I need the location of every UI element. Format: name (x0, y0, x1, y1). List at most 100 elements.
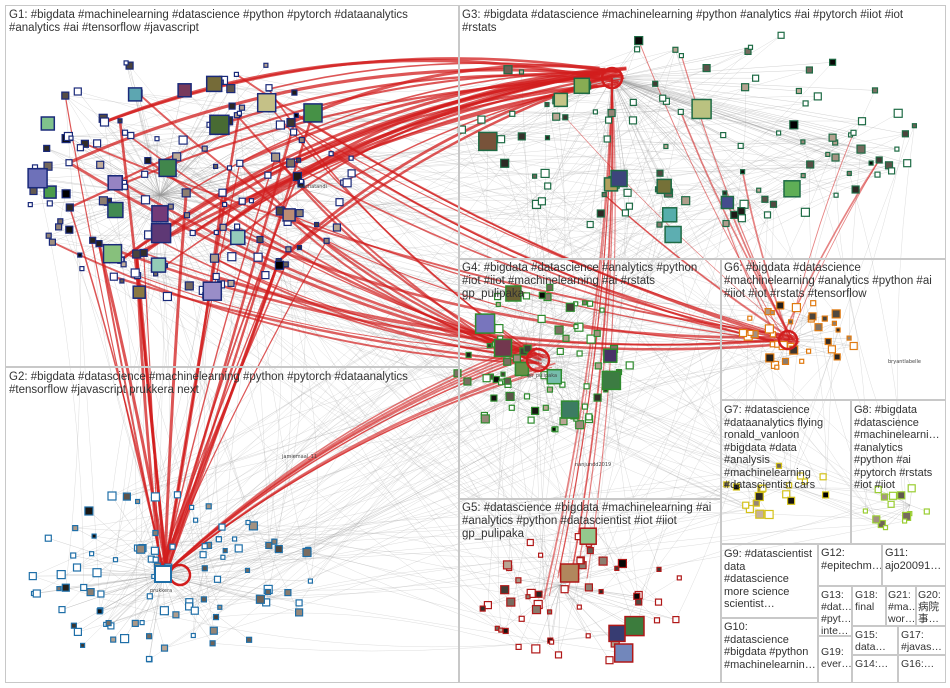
edge (288, 249, 777, 368)
edge (785, 125, 915, 495)
user-node (234, 544, 243, 553)
edge (597, 345, 854, 398)
edge (277, 70, 621, 263)
edge (215, 348, 528, 618)
edge (511, 407, 590, 420)
user-node (544, 182, 552, 190)
edge (148, 574, 164, 637)
user-node (479, 605, 486, 612)
user-node (523, 393, 531, 400)
user-node (261, 271, 270, 280)
edge (76, 465, 780, 568)
user-node (246, 636, 253, 643)
edge (157, 357, 770, 567)
user-node (150, 546, 159, 555)
user-node (598, 588, 604, 595)
edge (537, 353, 580, 361)
user-node (800, 139, 806, 145)
edge (550, 584, 561, 641)
user-node (515, 577, 522, 584)
user-node (236, 159, 244, 167)
edge (267, 84, 598, 177)
user-node (178, 135, 188, 145)
user-node (551, 426, 557, 432)
user-node (139, 619, 145, 626)
user-node (833, 353, 841, 361)
hub-circle-g4 (525, 347, 551, 373)
edge (160, 264, 287, 571)
user-node (98, 196, 109, 206)
user-node (681, 196, 691, 206)
user-node (819, 473, 827, 481)
edge (559, 584, 616, 644)
user-node (492, 375, 500, 384)
edge (260, 560, 581, 600)
group-label-g11: G11: ajo20091… (885, 547, 942, 572)
edge (83, 574, 164, 588)
user-node (523, 344, 532, 353)
user-node (774, 364, 780, 370)
edge (279, 189, 759, 266)
user-node (800, 207, 811, 217)
user-node (183, 212, 191, 219)
profile-image-node (150, 257, 167, 273)
user-node (295, 209, 304, 218)
user-node (293, 112, 299, 119)
profile-image-node (205, 75, 223, 93)
user-node (65, 159, 73, 167)
edge (511, 359, 539, 408)
group-panel-g7 (721, 400, 851, 544)
edge (266, 424, 580, 603)
edge (278, 536, 589, 550)
user-node (307, 578, 313, 584)
user-node (747, 44, 754, 50)
edge (162, 574, 300, 604)
edge (123, 264, 249, 523)
edge (672, 234, 737, 488)
profile-image-node (474, 313, 496, 334)
group-label-g17: G17: #javas… (901, 629, 942, 653)
edge (163, 156, 277, 571)
user-node (856, 144, 866, 154)
edge (780, 159, 880, 341)
edge (266, 343, 778, 603)
edge (611, 77, 804, 176)
edge (618, 214, 670, 373)
user-node (228, 102, 236, 110)
user-node (32, 589, 41, 598)
user-node (61, 91, 70, 100)
edge (153, 576, 624, 654)
user-node (256, 235, 264, 244)
user-node (123, 60, 129, 66)
edge (115, 195, 837, 560)
profile-image-node (107, 175, 123, 191)
user-node (110, 636, 117, 643)
edge (137, 275, 532, 351)
edge (461, 129, 770, 515)
edge (192, 232, 579, 328)
profile-image-node (603, 348, 618, 363)
user-node (497, 135, 506, 144)
profile-image-node (107, 201, 124, 219)
edge (68, 68, 624, 165)
user-node (296, 157, 302, 163)
user-node (846, 335, 852, 341)
user-node (160, 644, 169, 652)
user-node (234, 223, 241, 230)
user-node (68, 135, 74, 141)
edge (253, 525, 508, 566)
profile-image-node (559, 563, 580, 583)
user-node (515, 643, 522, 651)
profile-image-node (132, 285, 146, 299)
user-node (335, 198, 344, 207)
edge (611, 77, 906, 135)
edge (75, 384, 563, 529)
edge (126, 424, 580, 497)
edge (84, 143, 749, 337)
user-node (871, 87, 879, 94)
profile-image-node (478, 131, 498, 152)
profile-image-node (720, 195, 735, 210)
user-node (764, 324, 775, 334)
user-node (849, 341, 858, 351)
user-node (831, 320, 838, 326)
